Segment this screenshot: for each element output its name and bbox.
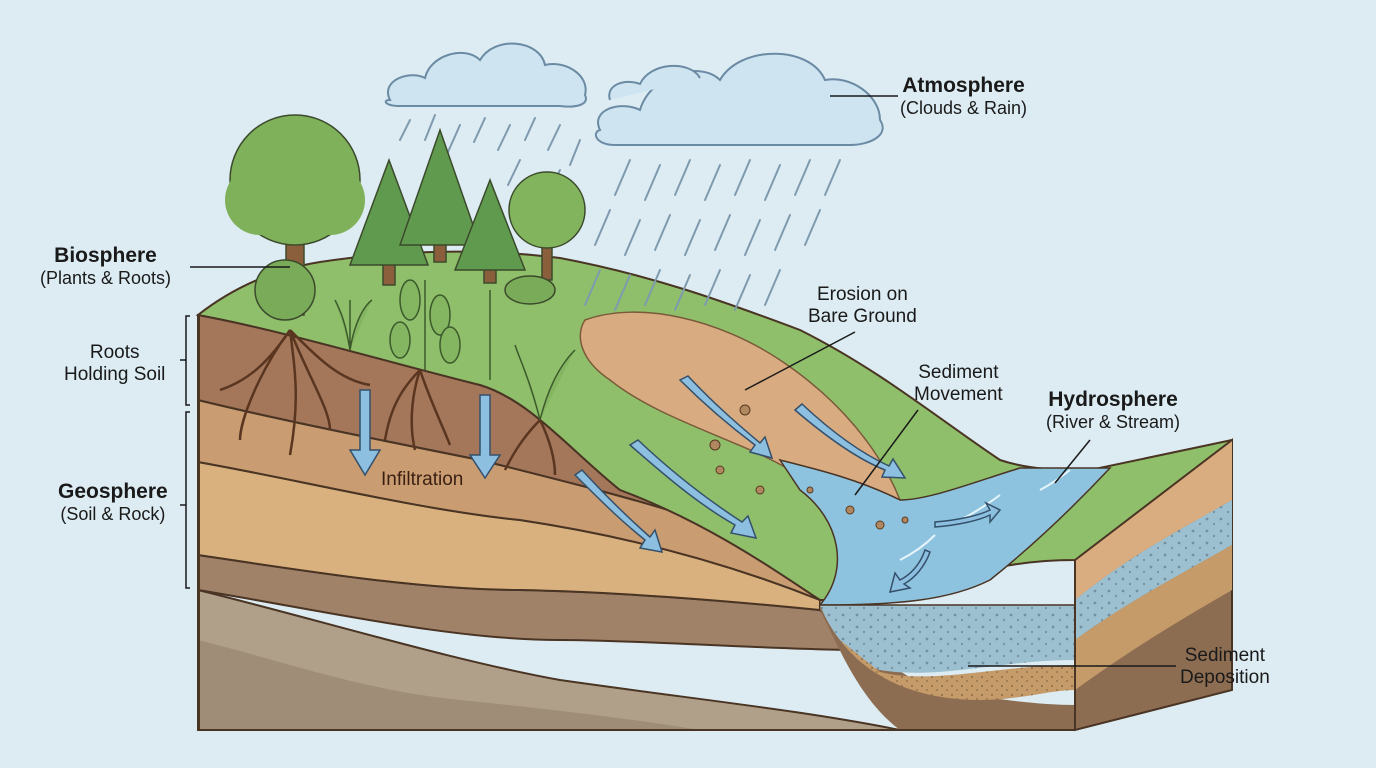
sediment-movement-line1: Sediment (918, 362, 999, 383)
sediment-pebbles (709, 404, 909, 530)
hydrosphere-title: Hydrosphere (1048, 388, 1178, 411)
roots (219, 329, 557, 476)
erosion-line2: Bare Ground (808, 305, 917, 327)
geosphere-label: Geosphere (Soil & Rock) (58, 480, 168, 525)
hydrosphere-river (778, 458, 1112, 730)
hydrosphere-subtitle: (River & Stream) (1046, 412, 1181, 433)
sediment-movement-line2: Movement (914, 383, 1003, 405)
roots-line2: Holding Soil (64, 363, 166, 385)
biosphere-subtitle: (Plants & Roots) (40, 268, 172, 289)
hydrosphere-label: Hydrosphere (River & Stream) (1046, 388, 1180, 433)
leader-lines (180, 95, 1176, 667)
sediment-deposition-line1: Sediment (1184, 645, 1266, 666)
roots-line1: Roots (89, 342, 140, 363)
erosion-label: Erosion on Bare Ground (808, 284, 917, 328)
sediment-deposition-line2: Deposition (1180, 666, 1270, 688)
trees (225, 114, 586, 321)
biosphere-title: Biosphere (54, 244, 157, 267)
clouds (384, 42, 884, 146)
infiltration-label: Infiltration (381, 469, 464, 490)
roots-label: Roots Holding Soil (64, 342, 165, 386)
geosphere-title: Geosphere (58, 480, 168, 503)
sediment-deposition-label: Sediment Deposition (1180, 645, 1270, 689)
flow-arrows (348, 375, 1002, 593)
sediment-movement-label: Sediment Movement (914, 362, 1003, 406)
geosphere-subtitle: (Soil & Rock) (60, 504, 166, 525)
atmosphere-subtitle: (Clouds & Rain) (900, 98, 1028, 119)
atmosphere-label: Atmosphere (Clouds & Rain) (900, 74, 1027, 119)
block-right-side (1074, 437, 1233, 732)
rain (399, 114, 841, 311)
atmosphere-title: Atmosphere (902, 74, 1025, 97)
plants (334, 279, 576, 421)
biosphere-label: Biosphere (Plants & Roots) (40, 244, 171, 289)
erosion-line1: Erosion on (816, 284, 908, 305)
